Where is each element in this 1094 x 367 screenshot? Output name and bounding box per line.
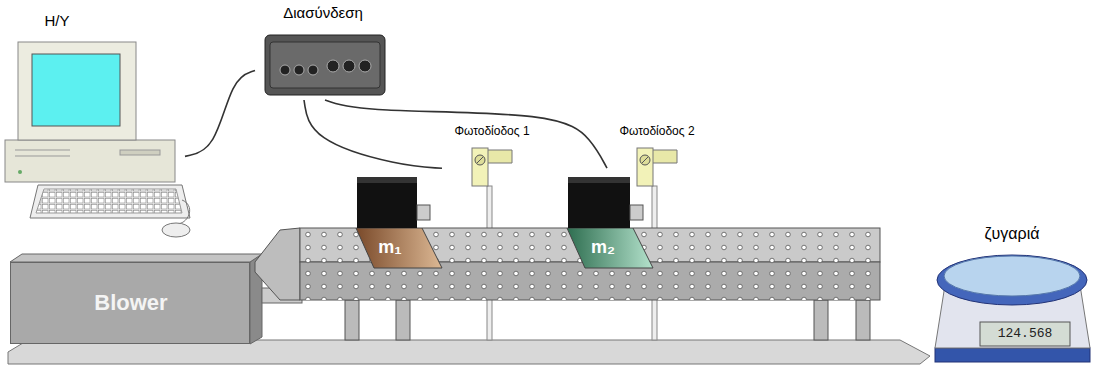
computer [15,156,70,157]
cart-plate-shape [356,228,442,268]
scale: ζυγαριά 124.568 [930,222,1090,362]
computer [18,170,22,174]
interface-box [327,60,339,72]
photodiode-bracket [472,148,677,186]
scale [980,322,1070,346]
interface-box [270,42,380,88]
photodiode-bracket [651,150,677,163]
cable [325,100,607,168]
cable [304,100,442,168]
interface-box [265,35,385,95]
computer [162,223,190,237]
computer [5,42,190,237]
track-leg [856,300,870,340]
part-label: Φωτοδίοδος 2 [619,124,694,138]
photodiode-bracket [475,155,485,165]
interface-box [308,65,318,75]
part-label: Φωτοδίοδος 1 [454,124,529,138]
track-leg [345,300,870,340]
computer [5,140,175,182]
track-leg [814,300,828,340]
photodiode-bracket [486,150,512,163]
air-track [300,228,880,300]
cable [185,71,255,157]
cart-block [568,177,630,183]
air-track [255,228,880,300]
cart-plate-shape [567,228,653,268]
interface-box [265,35,385,95]
computer [178,200,190,224]
cart-block [568,177,630,228]
scale [935,348,1090,362]
interface-box [280,65,290,75]
scale [935,255,1090,362]
cart-block [357,177,417,228]
photodiode-bracket [637,148,653,186]
part-label: ζυγαριά [985,224,1040,243]
interface-box [294,65,304,75]
photodiode-bracket [472,148,488,186]
computer [18,42,136,140]
cart-block [417,205,430,220]
cart-block [357,177,417,183]
photodiode: Φωτοδίοδος 2 [607,122,707,188]
part-label: m₂ [591,237,615,259]
blower-box: Blower [10,262,250,344]
computer [30,185,190,218]
cart-block [630,205,643,220]
cart-plate: m₁ [352,228,444,270]
part-label: Διασύνδεση [283,4,363,22]
computer [15,150,70,151]
track-leg [396,300,410,340]
part-label: Η/Υ [44,12,69,30]
photodiode-bracket [477,157,483,163]
display-reading: 124.568 [998,326,1053,342]
scale [944,256,1080,296]
part-label: m₁ [378,237,401,259]
interface-box [343,60,355,72]
interface-box [359,60,371,72]
computer: Η/Υ [5,8,185,220]
computer [32,54,120,126]
scale [937,255,1087,305]
part-label: Blower [94,290,167,316]
computer [120,150,160,155]
cart-plate: m₂ [563,228,655,270]
photodiode-bracket [642,157,648,163]
air-track [255,228,300,300]
photodiode: Φωτοδίοδος 1 [442,122,542,188]
blower-pipe [10,254,262,262]
photodiode-bracket [640,155,650,165]
computer [36,189,182,213]
track-leg [345,300,359,340]
interface-box: Διασύνδεση [255,2,395,100]
cart-block [357,177,643,228]
